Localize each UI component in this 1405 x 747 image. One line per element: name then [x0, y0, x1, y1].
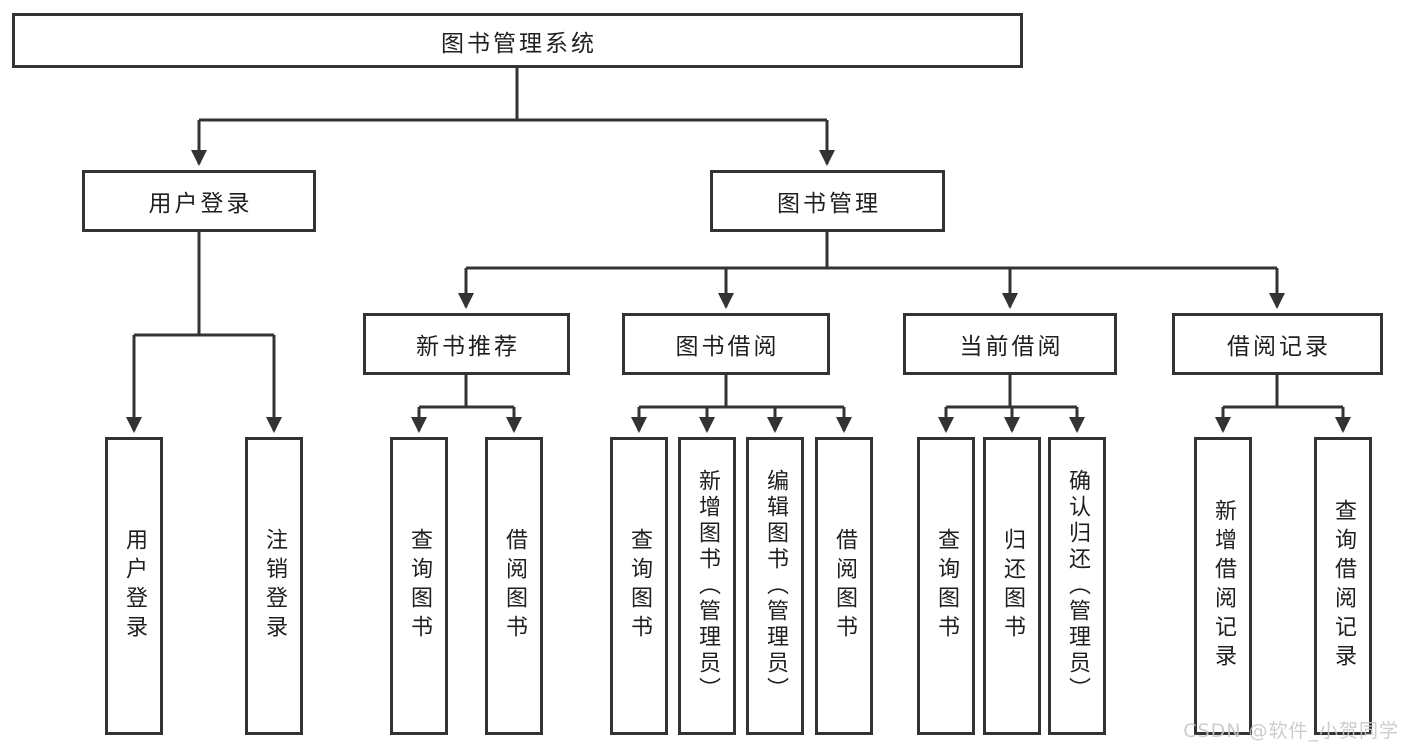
node-root-system: 图书管理系统 [12, 13, 1023, 68]
node-book-management-label: 图书管理 [777, 191, 881, 217]
node-current-borrowing-label: 当前借阅 [959, 334, 1064, 360]
node-new-book-recommendation-label: 新书推荐 [416, 334, 520, 360]
leaf-return-books-label: 归还图书 [1000, 528, 1025, 644]
node-root-label: 图书管理系统 [441, 30, 597, 57]
node-borrowing-records: 借阅记录 [1172, 313, 1383, 375]
leaf-query-books-2: 查询图书 [610, 437, 668, 735]
leaf-borrow-books-1-label: 借阅图书 [502, 528, 527, 644]
leaf-add-borrow-record-label: 新增借阅记录 [1211, 499, 1236, 673]
node-user-login-label: 用户登录 [148, 191, 253, 217]
leaf-add-books-admin-label: 新增图书（管理员） [695, 469, 720, 703]
leaf-borrow-books-2: 借阅图书 [815, 437, 873, 735]
leaf-query-books-3-label: 查询图书 [934, 528, 959, 644]
leaf-query-books-2-label: 查询图书 [627, 528, 652, 644]
node-new-book-recommendation: 新书推荐 [363, 313, 570, 375]
leaf-add-books-admin: 新增图书（管理员） [678, 437, 736, 735]
leaf-user-login: 用户登录 [105, 437, 163, 735]
leaf-logout-label: 注销登录 [262, 528, 287, 644]
leaf-add-borrow-record: 新增借阅记录 [1194, 437, 1252, 735]
leaf-return-books: 归还图书 [983, 437, 1041, 735]
leaf-logout: 注销登录 [245, 437, 303, 735]
leaf-edit-books-admin-label: 编辑图书（管理员） [763, 469, 788, 703]
node-user-login: 用户登录 [82, 170, 316, 232]
csdn-watermark: CSDN @软件_小贺同学 [1183, 720, 1399, 742]
leaf-confirm-return-admin-label: 确认归还（管理员） [1065, 469, 1090, 703]
node-borrowing-records-label: 借阅记录 [1227, 334, 1331, 360]
leaf-confirm-return-admin: 确认归还（管理员） [1048, 437, 1106, 735]
leaf-borrow-books-1: 借阅图书 [485, 437, 543, 735]
leaf-user-login-label: 用户登录 [122, 528, 147, 644]
leaf-query-books-1: 查询图书 [390, 437, 448, 735]
node-current-borrowing: 当前借阅 [903, 313, 1117, 375]
node-book-borrowing-label: 图书借阅 [675, 334, 780, 360]
leaf-query-borrow-record: 查询借阅记录 [1314, 437, 1372, 735]
leaf-borrow-books-2-label: 借阅图书 [832, 528, 857, 644]
leaf-query-books-3: 查询图书 [917, 437, 975, 735]
leaf-edit-books-admin: 编辑图书（管理员） [746, 437, 804, 735]
node-book-borrowing: 图书借阅 [622, 313, 830, 375]
leaf-query-books-1-label: 查询图书 [407, 528, 432, 644]
node-book-management: 图书管理 [710, 170, 945, 232]
leaf-query-borrow-record-label: 查询借阅记录 [1331, 499, 1356, 673]
